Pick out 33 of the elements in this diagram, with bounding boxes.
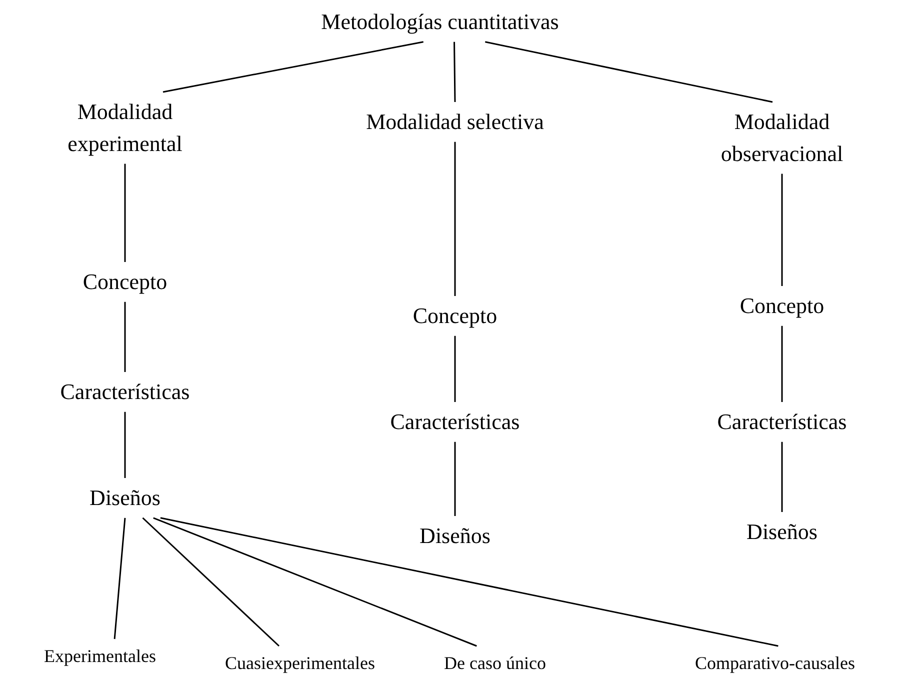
node-label: Diseños <box>90 482 160 514</box>
node-label: Modalidad experimental <box>30 96 220 160</box>
node-label: Comparativo-causales <box>695 650 855 676</box>
node-label: Concepto <box>412 300 498 332</box>
connector-line <box>162 41 424 93</box>
node-label: Características <box>717 406 847 438</box>
node-label: Diseños <box>746 516 818 548</box>
node-label: Experimentales <box>44 643 156 670</box>
node-label: Modalidad observacional <box>687 106 877 170</box>
connector-line <box>142 517 280 647</box>
connector-line <box>454 336 456 402</box>
connector-line <box>153 517 477 647</box>
connector-line <box>454 42 456 102</box>
connector-line <box>124 164 126 262</box>
connector-line <box>114 518 126 640</box>
connector-line <box>485 41 773 103</box>
node-label: Características <box>60 376 190 408</box>
node-label: Cuasiexperimentales <box>225 650 375 676</box>
node-label: Diseños <box>420 520 490 552</box>
node-label: Concepto <box>82 266 168 298</box>
node-label: Metodologías cuantitativas <box>321 6 559 38</box>
connector-line <box>781 174 783 286</box>
connector-line <box>124 302 126 372</box>
node-label: Concepto <box>740 290 824 322</box>
connector-line <box>781 442 783 512</box>
connector-line <box>124 412 126 478</box>
connector-line <box>160 517 778 647</box>
node-label: De caso único <box>444 650 546 676</box>
node-label: Características <box>390 406 520 438</box>
connector-line <box>781 326 783 402</box>
node-label: Modalidad selectiva <box>366 106 544 138</box>
connector-line <box>454 142 456 296</box>
connector-line <box>454 442 456 516</box>
